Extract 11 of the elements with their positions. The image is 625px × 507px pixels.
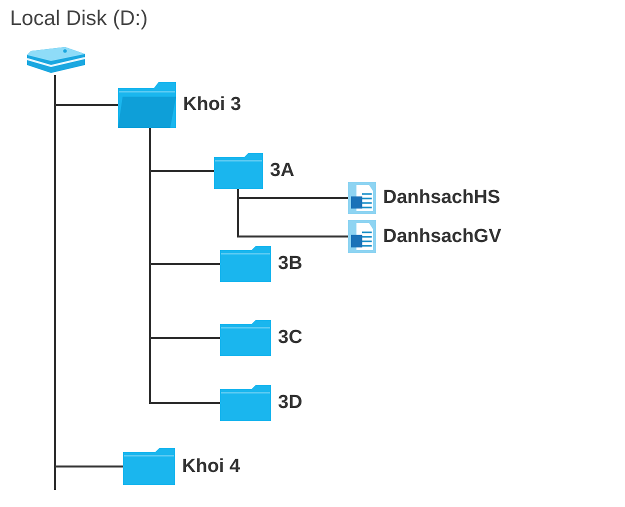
tree-connector (54, 75, 123, 468)
item-name: Khoi 3 (183, 94, 242, 116)
item-name: 3D (278, 392, 302, 414)
item-name: DanhsachHS (383, 187, 500, 209)
item-name: 3B (278, 253, 302, 275)
item-name: 3A (270, 160, 294, 182)
item-name: 3C (278, 327, 302, 349)
tree-connector (149, 128, 220, 404)
item-name: DanhsachGV (383, 226, 502, 248)
item-name: Local Disk (D:) (10, 7, 148, 31)
item-name: Khoi 4 (182, 456, 240, 478)
